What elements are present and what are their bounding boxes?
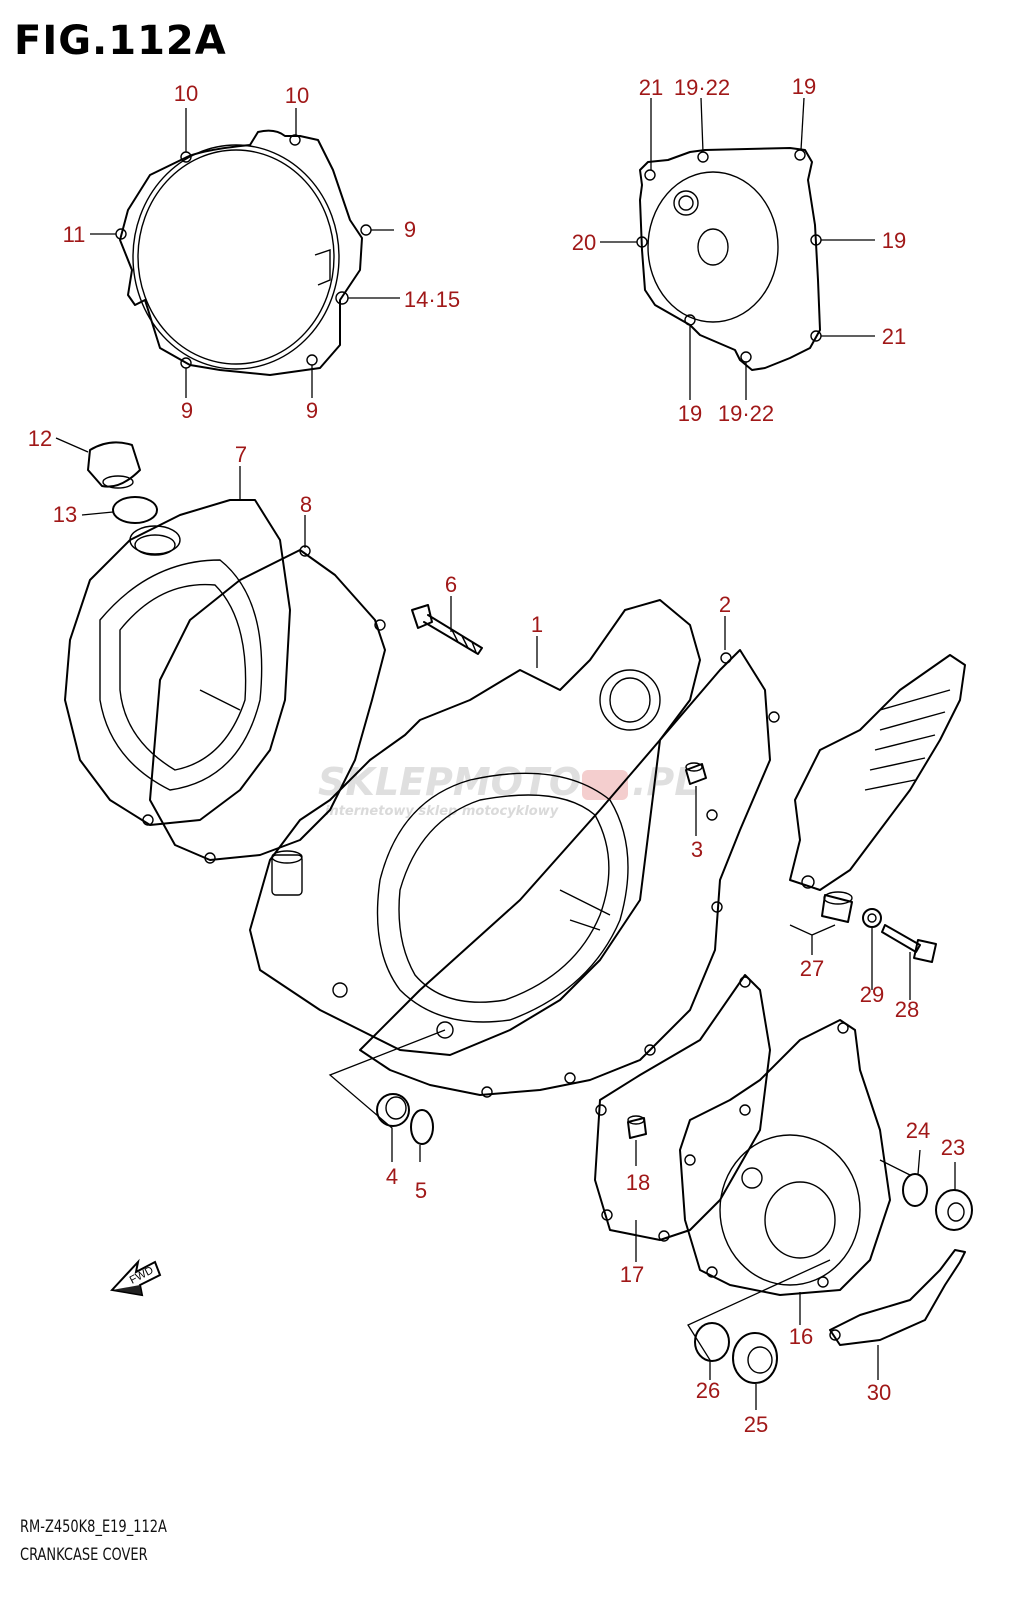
circlip-5 bbox=[410, 1109, 434, 1145]
callout-19-22b: 19·22 bbox=[718, 401, 774, 426]
callout-14-15: 14·15 bbox=[404, 287, 460, 312]
magneto-cover-16 bbox=[679, 1019, 891, 1296]
plug-25 bbox=[732, 1332, 778, 1384]
callout-17: 17 bbox=[620, 1262, 644, 1287]
callout-4: 4 bbox=[386, 1164, 398, 1189]
callout-20: 20 bbox=[572, 230, 596, 255]
spacer bbox=[821, 891, 853, 923]
watermark-brand-tail: .PL bbox=[632, 760, 699, 804]
callout-19b: 19 bbox=[882, 228, 906, 253]
callout-13: 13 bbox=[53, 502, 77, 527]
dowel-3 bbox=[685, 762, 707, 785]
callout-26: 26 bbox=[696, 1378, 720, 1403]
callout-1: 1 bbox=[531, 612, 543, 637]
callout-19c: 19 bbox=[678, 401, 702, 426]
bolt-6 bbox=[411, 604, 483, 655]
callout-21a: 21 bbox=[639, 75, 663, 100]
crankcase-cover bbox=[249, 599, 701, 1056]
watermark-brand: SKLEPMOTO bbox=[318, 760, 581, 804]
callout-9c: 9 bbox=[306, 398, 318, 423]
clutch-cover-leaders-2 bbox=[55, 437, 306, 548]
crankcase-leaders bbox=[328, 596, 726, 1162]
callout-28: 28 bbox=[895, 997, 919, 1022]
oil-filler-cap bbox=[87, 441, 158, 524]
watermark-tagline: internetowy sklep motocyklowy bbox=[325, 804, 559, 819]
callout-19a: 19 bbox=[792, 74, 816, 99]
callout-12: 12 bbox=[28, 426, 52, 451]
callout-21b: 21 bbox=[882, 324, 906, 349]
callout-19-22a: 19·22 bbox=[674, 75, 730, 100]
clutch-cover-leaders bbox=[90, 108, 400, 398]
callout-24: 24 bbox=[906, 1118, 930, 1143]
chain-guide-leaders bbox=[789, 924, 911, 1000]
callout-9b: 9 bbox=[181, 398, 193, 423]
callout-30: 30 bbox=[867, 1380, 891, 1405]
callout-10a: 10 bbox=[174, 81, 198, 106]
callout-6: 6 bbox=[445, 572, 457, 597]
figure-name: CRANKCASE COVER bbox=[20, 1545, 148, 1565]
callout-5: 5 bbox=[415, 1178, 427, 1203]
o-ring-24 bbox=[902, 1173, 928, 1207]
callout-3: 3 bbox=[691, 837, 703, 862]
callout-7: 7 bbox=[235, 442, 247, 467]
magneto-leaders bbox=[635, 1140, 956, 1410]
callout-10b: 10 bbox=[285, 83, 309, 108]
dowel-18 bbox=[627, 1115, 647, 1139]
clutch-cover-outline bbox=[115, 129, 372, 376]
magneto-cover-outline bbox=[636, 147, 822, 371]
figure-title: FIG.112A bbox=[14, 18, 227, 64]
figure-code: RM-Z450K8_E19_112A bbox=[20, 1517, 167, 1537]
callout-11: 11 bbox=[63, 222, 86, 247]
plug-23 bbox=[935, 1189, 973, 1231]
callout-25: 25 bbox=[744, 1412, 768, 1437]
callout-2: 2 bbox=[719, 592, 731, 617]
chain-guide-27 bbox=[789, 654, 966, 891]
watermark-badge bbox=[582, 770, 628, 800]
crankcase-gasket bbox=[359, 649, 780, 1098]
bracket-30 bbox=[829, 1249, 966, 1346]
callout-9a: 9 bbox=[404, 217, 416, 242]
callout-29: 29 bbox=[860, 982, 884, 1007]
oil-seal-4 bbox=[376, 1093, 410, 1127]
callout-8: 8 bbox=[300, 492, 312, 517]
callout-27: 27 bbox=[800, 956, 824, 981]
washer-29 bbox=[862, 908, 882, 928]
watermark: SKLEPMOTO .PL internetowy sklep motocykl… bbox=[318, 760, 699, 819]
callout-labels: 10 10 11 9 14·15 9 9 21 19·22 19 19 20 2… bbox=[28, 74, 965, 1437]
magneto-cover-leaders bbox=[600, 97, 875, 400]
fwd-arrow-icon: FWD bbox=[110, 1258, 162, 1297]
bolt-28 bbox=[881, 924, 937, 963]
callout-16: 16 bbox=[789, 1324, 813, 1349]
o-ring-26 bbox=[694, 1322, 730, 1362]
callout-23: 23 bbox=[941, 1135, 965, 1160]
clutch-cover bbox=[64, 499, 291, 826]
callout-18: 18 bbox=[626, 1170, 650, 1195]
magneto-cover-gasket-17 bbox=[594, 974, 771, 1242]
